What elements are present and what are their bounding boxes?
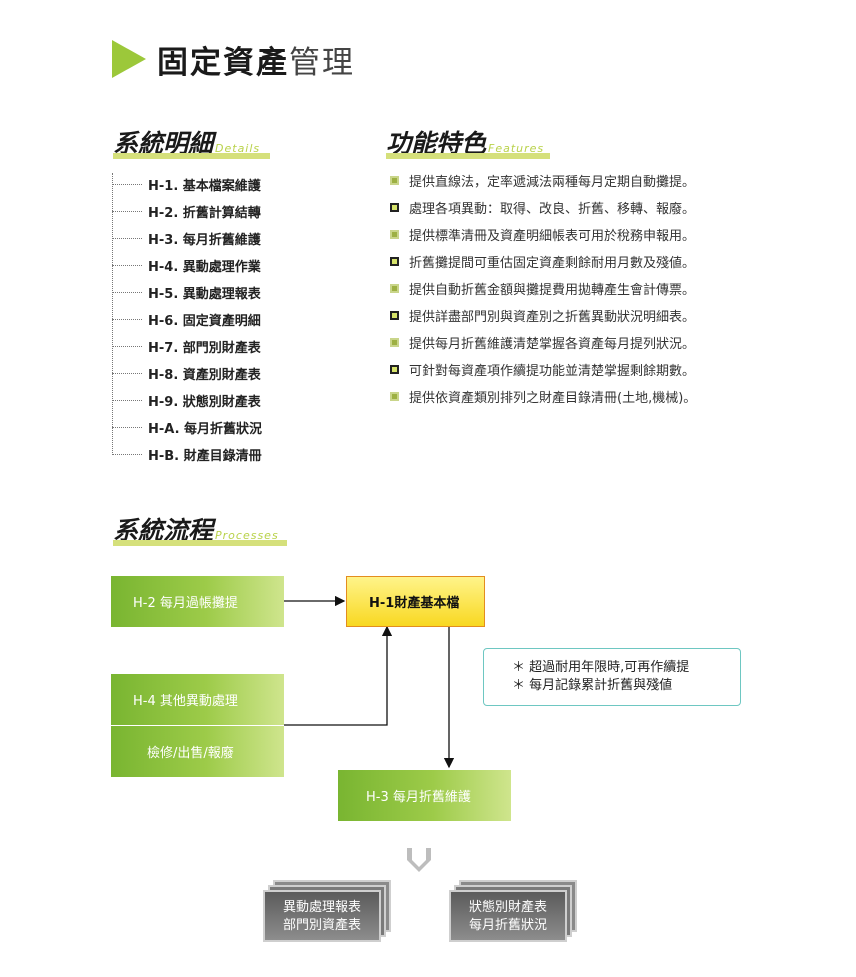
page-title: 固定資產管理	[157, 37, 355, 82]
details-heading-bar	[113, 153, 270, 159]
detail-item[interactable]: H-1. 基本檔案維護	[112, 175, 261, 194]
flow-box-h4-label: H-4 其他異動處理	[133, 694, 238, 709]
down-arrow-icon	[407, 848, 431, 872]
feature-item: 折舊攤提間可重估固定資產剩餘耐用月數及殘値。	[390, 252, 696, 271]
report-stack-right: 狀態別財產表 每月折舊狀況	[449, 880, 577, 942]
detail-item-label: H-3. 每月折舊維護	[148, 232, 261, 248]
feature-text: 提供自動折舊金額與攤提費用拋轉產生會計傳票。	[409, 282, 696, 298]
bullet-icon	[390, 175, 399, 185]
feature-text: 提供每月折舊維護清楚掌握各資產每月提列狀況。	[409, 336, 696, 352]
bullet-icon	[390, 283, 399, 293]
report-label: 每月折舊狀況	[468, 918, 547, 933]
detail-item-label: H-A. 每月折舊狀況	[148, 421, 263, 437]
detail-item[interactable]: H-8. 資產別財產表	[112, 364, 261, 383]
report-stack-left-face: 異動處理報表 部門別資產表	[263, 890, 381, 942]
detail-item[interactable]: H-A. 每月折舊狀況	[112, 418, 263, 437]
feature-text: 提供詳盡部門別與資產別之折舊異動狀況明細表。	[409, 309, 696, 325]
feature-item: 提供每月折舊維護清楚掌握各資產每月提列狀況。	[390, 333, 696, 352]
detail-item-label: H-9. 狀態別財產表	[148, 394, 261, 410]
detail-item-label: H-8. 資產別財產表	[148, 367, 261, 383]
feature-item: 提供依資產類別排列之財產目錄清冊(土地,機械)。	[390, 387, 697, 406]
detail-item-label: H-5. 異動處理報表	[148, 286, 261, 302]
bullet-icon	[390, 202, 399, 212]
arrow-h4-to-h1	[284, 625, 393, 726]
detail-item-label: H-1. 基本檔案維護	[148, 178, 261, 194]
feature-text: 折舊攤提間可重估固定資產剩餘耐用月數及殘値。	[409, 255, 696, 271]
note-line: ＊ 超過耐用年限時,可再作續提	[512, 660, 690, 675]
detail-item[interactable]: H-7. 部門別財產表	[112, 337, 261, 356]
detail-item[interactable]: H-9. 狀態別財產表	[112, 391, 261, 410]
feature-item: 處理各項異動：取得、改良、折舊、移轉、報廢。	[390, 198, 696, 217]
feature-item: 可針對每資產項作續提功能並清楚掌握剩餘期數。	[390, 360, 696, 379]
bullet-icon	[390, 256, 399, 266]
bullet-icon	[390, 337, 399, 347]
note-line: ＊ 每月記錄累計折舊與殘値	[512, 678, 673, 693]
feature-text: 提供標準清冊及資產明細帳表可用於稅務申報用。	[409, 228, 696, 244]
detail-item[interactable]: H-B. 財產目錄清冊	[112, 445, 262, 464]
bullet-icon	[390, 310, 399, 320]
flow-box-h1-label: H-1財產基本檔	[369, 596, 460, 611]
flow-box-h4-sub-label: 檢修/出售/報廢	[147, 746, 234, 761]
page-title-suffix: 管理	[289, 45, 355, 81]
flow-box-h4: H-4 其他異動處理	[111, 674, 284, 725]
detail-item[interactable]: H-4. 異動處理作業	[112, 256, 261, 275]
feature-item: 提供直線法，定率遞減法兩種每月定期自動攤提。	[390, 171, 696, 190]
feature-item: 提供詳盡部門別與資產別之折舊異動狀況明細表。	[390, 306, 696, 325]
detail-item[interactable]: H-5. 異動處理報表	[112, 283, 261, 302]
feature-text: 提供依資產類別排列之財產目錄清冊(土地,機械)。	[409, 390, 697, 406]
feature-item: 提供標準清冊及資產明細帳表可用於稅務申報用。	[390, 225, 696, 244]
detail-item[interactable]: H-6. 固定資產明細	[112, 310, 261, 329]
detail-item-label: H-B. 財產目錄清冊	[148, 448, 262, 464]
bullet-icon	[390, 364, 399, 374]
flow-box-h2: H-2 每月過帳攤提	[111, 576, 284, 627]
flow-box-h3-label: H-3 每月折舊維護	[366, 790, 471, 805]
flow-box-h1: H-1財產基本檔	[346, 576, 485, 627]
report-label: 部門別資產表	[282, 918, 361, 933]
feature-text: 提供直線法，定率遞減法兩種每月定期自動攤提。	[409, 174, 696, 190]
details-tree-line	[112, 173, 114, 455]
detail-item-label: H-6. 固定資產明細	[148, 313, 261, 329]
feature-text: 處理各項異動：取得、改良、折舊、移轉、報廢。	[409, 201, 696, 217]
report-label: 異動處理報表	[282, 900, 361, 915]
report-label: 狀態別財產表	[468, 900, 547, 915]
flow-box-h3: H-3 每月折舊維護	[338, 770, 511, 821]
detail-item[interactable]: H-2. 折舊計算結轉	[112, 202, 261, 221]
features-heading-en: Features	[488, 142, 545, 155]
report-stack-left: 異動處理報表 部門別資產表	[263, 880, 391, 942]
processes-heading-bar	[113, 540, 287, 546]
flow-box-h4-sub: 檢修/出售/報廢	[111, 726, 284, 777]
details-heading-en: Details	[215, 142, 261, 155]
report-stack-right-face: 狀態別財產表 每月折舊狀況	[449, 890, 567, 942]
feature-text: 可針對每資產項作續提功能並清楚掌握剩餘期數。	[409, 363, 696, 379]
page-title-main: 固定資產	[157, 45, 289, 81]
processes-heading-en: Processes	[215, 529, 279, 542]
title-arrow-icon	[112, 40, 146, 78]
bullet-icon	[390, 229, 399, 239]
features-heading-bar	[386, 153, 550, 159]
detail-item[interactable]: H-3. 每月折舊維護	[112, 229, 261, 248]
detail-item-label: H-4. 異動處理作業	[148, 259, 261, 275]
feature-item: 提供自動折舊金額與攤提費用拋轉產生會計傳票。	[390, 279, 696, 298]
flow-box-h2-label: H-2 每月過帳攤提	[133, 596, 238, 611]
note-box: ＊ 超過耐用年限時,可再作續提 ＊ 每月記錄累計折舊與殘値	[483, 648, 741, 706]
detail-item-label: H-2. 折舊計算結轉	[148, 205, 261, 221]
bullet-icon	[390, 391, 399, 401]
detail-item-label: H-7. 部門別財產表	[148, 340, 261, 356]
